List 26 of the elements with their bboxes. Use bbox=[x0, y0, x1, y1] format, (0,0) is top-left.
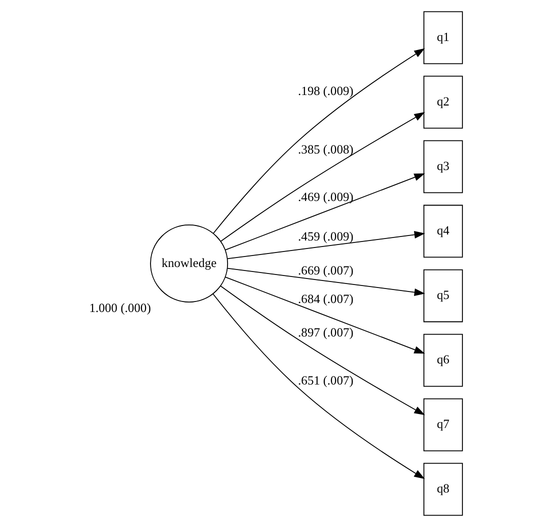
edge-label: .385 (.008) bbox=[298, 142, 353, 156]
node-box: q6 bbox=[422, 334, 462, 387]
node-circle: knowledge bbox=[150, 224, 228, 302]
edge-label: .469 (.009) bbox=[298, 190, 353, 204]
arrow bbox=[220, 286, 424, 416]
arrow bbox=[224, 173, 425, 250]
arrow bbox=[212, 294, 424, 480]
arrow bbox=[220, 112, 425, 242]
edge-label: .198 (.009) bbox=[298, 84, 353, 98]
node-box: q2 bbox=[422, 76, 462, 129]
node-label: 1.000 (.000) bbox=[88, 301, 150, 316]
node-box: q7 bbox=[422, 398, 462, 452]
edge-label: .459 (.009) bbox=[298, 229, 353, 244]
arrow bbox=[226, 231, 425, 260]
edge-label: .669 (.007) bbox=[298, 263, 353, 278]
edge-label: .684 (.007) bbox=[298, 292, 353, 306]
arrow bbox=[224, 276, 425, 354]
edge-label: .897 (.007) bbox=[298, 325, 353, 340]
node-box: q1 bbox=[422, 11, 462, 64]
edge-label: .651 (.007) bbox=[298, 374, 353, 388]
arrow bbox=[226, 268, 425, 296]
node-box: q4 bbox=[422, 204, 462, 258]
node-box: q3 bbox=[422, 140, 462, 194]
arrow bbox=[212, 48, 424, 234]
node-box: q5 bbox=[422, 269, 462, 322]
node-box: q8 bbox=[422, 462, 462, 516]
